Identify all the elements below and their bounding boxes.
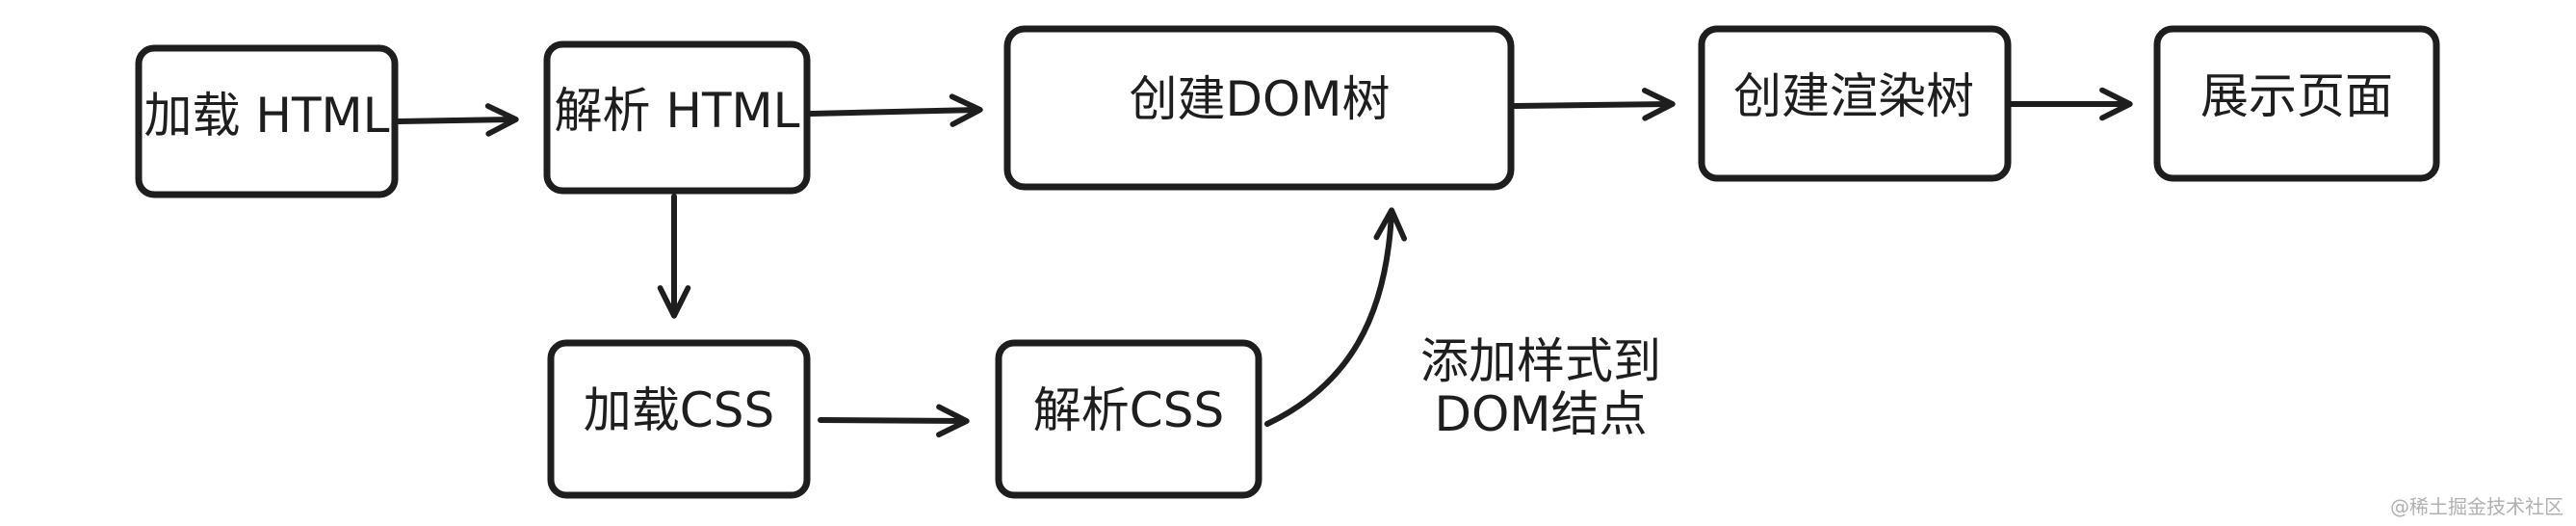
- arrow-parse-css-to-create-dom: [1264, 207, 1408, 427]
- node-load-html: 加载 HTML: [135, 44, 399, 198]
- node-parse-html: 解析 HTML: [543, 40, 811, 195]
- node-create-render-tree: 创建渲染树: [1698, 25, 2012, 182]
- node-show-page: 展示页面: [2153, 25, 2440, 182]
- node-create-dom: 创建DOM树: [1003, 25, 1515, 191]
- node-load-css-label: 加载CSS: [584, 382, 774, 438]
- watermark: @稀土掘金技术社区: [2390, 495, 2563, 518]
- arrow-load-html-to-parse-html: [396, 103, 519, 137]
- arrow-load-css-to-parse-css: [818, 404, 970, 438]
- node-show-page-label: 展示页面: [2200, 68, 2393, 124]
- node-create-render-tree-label: 创建渲染树: [1733, 68, 1974, 124]
- arrow-note-line1: 添加样式到: [1420, 333, 1661, 389]
- node-parse-html-label: 解析 HTML: [554, 83, 799, 139]
- node-load-html-label: 加载 HTML: [143, 88, 389, 144]
- arrow-note-line2: DOM结点: [1435, 386, 1648, 442]
- arrow-parse-html-to-create-dom: [808, 93, 983, 127]
- node-create-dom-label: 创建DOM树: [1130, 71, 1391, 127]
- node-parse-css-label: 解析CSS: [1033, 382, 1224, 438]
- arrow-create-dom-to-render-tree: [1512, 88, 1676, 121]
- node-load-css: 加载CSS: [547, 339, 811, 499]
- node-parse-css: 解析CSS: [995, 339, 1262, 499]
